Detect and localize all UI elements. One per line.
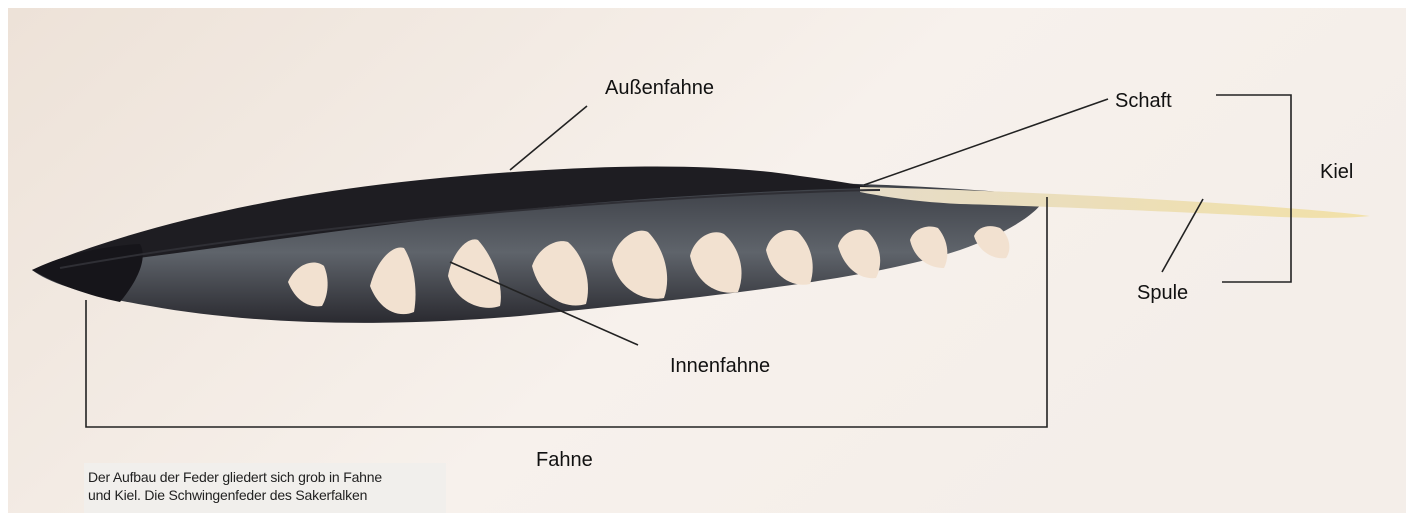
label-innenfahne: Innenfahne <box>670 355 770 377</box>
label-spule: Spule <box>1137 282 1188 304</box>
caption-line-2: und Kiel. Die Schwingenfeder des Sakerfa… <box>88 486 442 504</box>
caption-box: Der Aufbau der Feder gliedert sich grob … <box>84 463 446 513</box>
label-aussenfahne: Außenfahne <box>605 77 714 99</box>
caption-line-1: Der Aufbau der Feder gliedert sich grob … <box>88 468 442 486</box>
label-kiel: Kiel <box>1320 161 1353 183</box>
label-schaft: Schaft <box>1115 90 1172 112</box>
label-fahne: Fahne <box>536 449 593 471</box>
